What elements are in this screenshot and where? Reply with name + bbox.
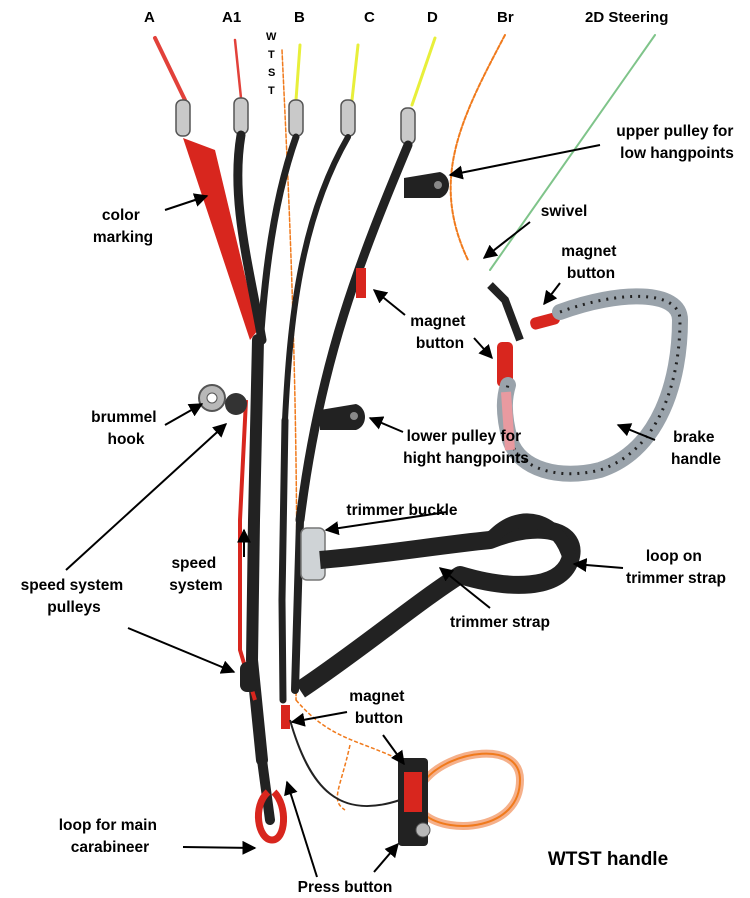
- callout-brummel-hook: brummel hook: [91, 409, 161, 448]
- callout-brake-handle: brake handle: [671, 429, 721, 468]
- callout-magnet-button-riser: magnet button: [410, 313, 469, 352]
- callout-upper-pulley: upper pulley for low hangpoints: [616, 123, 737, 162]
- label-wtst-s: S: [268, 67, 275, 79]
- callout-labels: color marking upper pulley for low hangp…: [21, 123, 738, 896]
- top-labels: A A1 B C D Br 2D Steering W T S T: [144, 9, 668, 97]
- label-c: C: [364, 9, 375, 26]
- label-wtst-t2: T: [268, 85, 275, 97]
- callout-loop-for-main-carabineer: loop for main carabineer: [59, 817, 161, 856]
- a1-line: [235, 40, 241, 98]
- label-br: Br: [497, 9, 514, 26]
- label-a: A: [144, 9, 155, 26]
- a-line: [155, 38, 185, 100]
- maillon-d: [401, 108, 415, 144]
- callout-magnet-button-brake: magnet button: [561, 243, 620, 282]
- bottom-pulley-shape: [240, 662, 258, 692]
- callout-swivel: swivel: [541, 203, 588, 220]
- label-d: D: [427, 9, 438, 26]
- callout-speed-system-pulleys: speed system pulleys: [21, 577, 128, 616]
- callout-trimmer-buckle: trimmer buckle: [346, 502, 458, 519]
- callout-magnet-button-bottom: magnet button: [349, 688, 408, 727]
- trimmer-strap-shape: [300, 530, 572, 690]
- callout-loop-on-trimmer-strap: loop on trimmer strap: [626, 548, 726, 587]
- callout-color-marking: color marking: [93, 207, 153, 246]
- brake-handle-shape: [490, 285, 680, 474]
- label-b: B: [294, 9, 305, 26]
- callout-trimmer-strap: trimmer strap: [450, 614, 550, 631]
- callout-wtst-handle: WTST handle: [548, 849, 668, 870]
- callout-press-button: Press button: [298, 879, 393, 896]
- d-line: [412, 38, 435, 105]
- maillon-a1: [234, 98, 248, 134]
- riser-magnet-red: [356, 268, 366, 298]
- maillon-c: [341, 100, 355, 136]
- label-wtst-w: W: [266, 31, 277, 43]
- label-2d-steering: 2D Steering: [585, 9, 668, 26]
- c-line: [352, 45, 358, 100]
- maillon-a: [176, 100, 190, 136]
- b-line: [296, 45, 300, 100]
- wtst-handle-shape: [398, 754, 520, 846]
- brummel-hook-shape: [199, 385, 247, 415]
- label-wtst-t1: T: [268, 49, 275, 61]
- maillon-b: [289, 100, 303, 136]
- callout-speed-system: speed system: [169, 555, 222, 594]
- bottom-magnet-red: [281, 705, 290, 729]
- label-a1: A1: [222, 9, 241, 26]
- brake-line: [451, 35, 505, 260]
